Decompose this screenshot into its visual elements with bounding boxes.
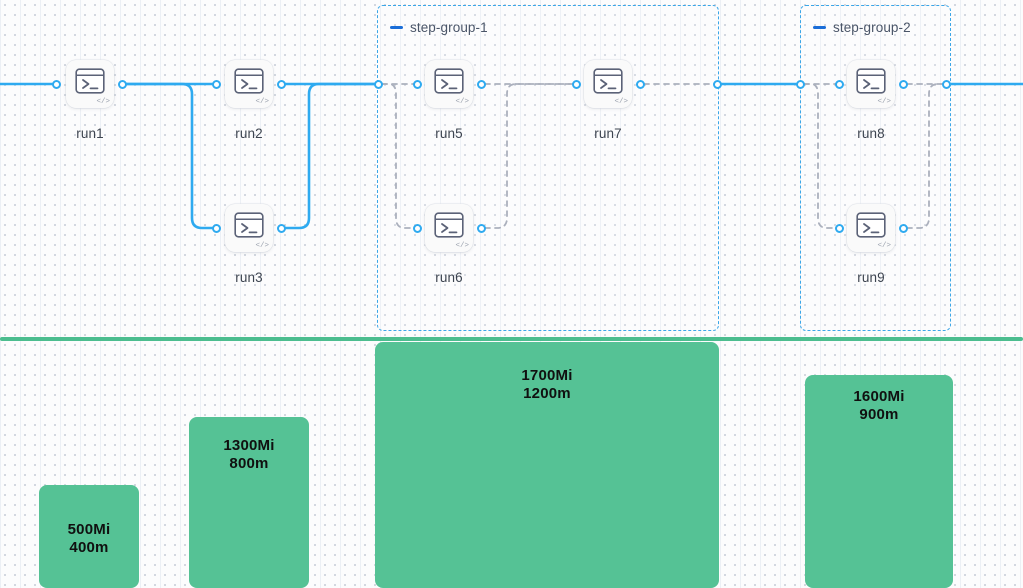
port-p-run1-out[interactable]	[117, 79, 127, 89]
port-p-group2-in[interactable]	[795, 79, 805, 89]
node-label-run3: run3	[235, 270, 263, 285]
group-header-step-group-1[interactable]: step-group-1	[390, 20, 488, 35]
port-p-run8-out[interactable]	[898, 79, 908, 89]
port-p-group2-out[interactable]	[941, 79, 951, 89]
timeline-divider	[0, 337, 1023, 341]
port-p-run8-in[interactable]	[834, 79, 844, 89]
group-header-step-group-2[interactable]: step-group-2	[813, 20, 911, 35]
code-icon[interactable]: </>	[455, 97, 469, 106]
code-icon[interactable]: </>	[877, 97, 891, 106]
group-label-text: step-group-1	[410, 20, 488, 35]
node-label-run8: run8	[857, 126, 885, 141]
node-run6[interactable]: </>	[425, 204, 473, 252]
node-run9[interactable]: </>	[847, 204, 895, 252]
node-label-run6: run6	[435, 270, 463, 285]
terminal-icon	[434, 212, 464, 238]
port-p-run2-in[interactable]	[211, 79, 221, 89]
code-icon[interactable]: </>	[255, 241, 269, 250]
memory-value: 1600Mi	[853, 388, 905, 405]
port-p-group1-out[interactable]	[712, 79, 722, 89]
cpu-value: 800m	[229, 455, 269, 472]
terminal-icon	[234, 212, 264, 238]
group-label-text: step-group-2	[833, 20, 911, 35]
port-p-run1-in[interactable]	[51, 79, 61, 89]
code-icon[interactable]: </>	[614, 97, 628, 106]
node-label-run9: run9	[857, 270, 885, 285]
code-icon[interactable]: </>	[877, 241, 891, 250]
port-p-run7-in[interactable]	[571, 79, 581, 89]
cpu-value: 400m	[69, 539, 109, 556]
node-label-run2: run2	[235, 126, 263, 141]
node-run3[interactable]: </>	[225, 204, 273, 252]
memory-value: 1300Mi	[223, 437, 275, 454]
port-p-run9-out[interactable]	[898, 223, 908, 233]
port-p-run2-out[interactable]	[276, 79, 286, 89]
memory-value: 500Mi	[67, 521, 111, 538]
terminal-icon	[856, 68, 886, 94]
edge	[124, 82, 218, 230]
minus-icon[interactable]	[390, 26, 403, 29]
terminal-icon	[234, 68, 264, 94]
terminal-icon	[856, 212, 886, 238]
terminal-icon	[75, 68, 105, 94]
node-run7[interactable]: </>	[584, 60, 632, 108]
node-label-run7: run7	[594, 126, 622, 141]
port-p-run7-out[interactable]	[635, 79, 645, 89]
edge	[283, 82, 380, 230]
group-box-step-group-2[interactable]: step-group-2	[800, 5, 951, 331]
node-label-run1: run1	[76, 126, 104, 141]
node-run2[interactable]: </>	[225, 60, 273, 108]
port-p-run3-in[interactable]	[211, 223, 221, 233]
memory-value: 1700Mi	[521, 367, 573, 384]
node-run5[interactable]: </>	[425, 60, 473, 108]
node-label-run5: run5	[435, 126, 463, 141]
port-p-run9-in[interactable]	[834, 223, 844, 233]
minus-icon[interactable]	[813, 26, 826, 29]
port-p-run6-out[interactable]	[476, 223, 486, 233]
node-run8[interactable]: </>	[847, 60, 895, 108]
code-icon[interactable]: </>	[255, 97, 269, 106]
cpu-value: 1200m	[523, 385, 571, 402]
code-icon[interactable]: </>	[455, 241, 469, 250]
node-run1[interactable]: </>	[66, 60, 114, 108]
cpu-value: 900m	[859, 406, 899, 423]
code-icon[interactable]: </>	[96, 97, 110, 106]
port-p-run6-in[interactable]	[412, 223, 422, 233]
terminal-icon	[593, 68, 623, 94]
port-p-group1-in[interactable]	[373, 79, 383, 89]
terminal-icon	[434, 68, 464, 94]
port-p-run3-out[interactable]	[276, 223, 286, 233]
port-p-run5-out[interactable]	[476, 79, 486, 89]
group-box-step-group-1[interactable]: step-group-1	[377, 5, 719, 331]
port-p-run5-in[interactable]	[412, 79, 422, 89]
